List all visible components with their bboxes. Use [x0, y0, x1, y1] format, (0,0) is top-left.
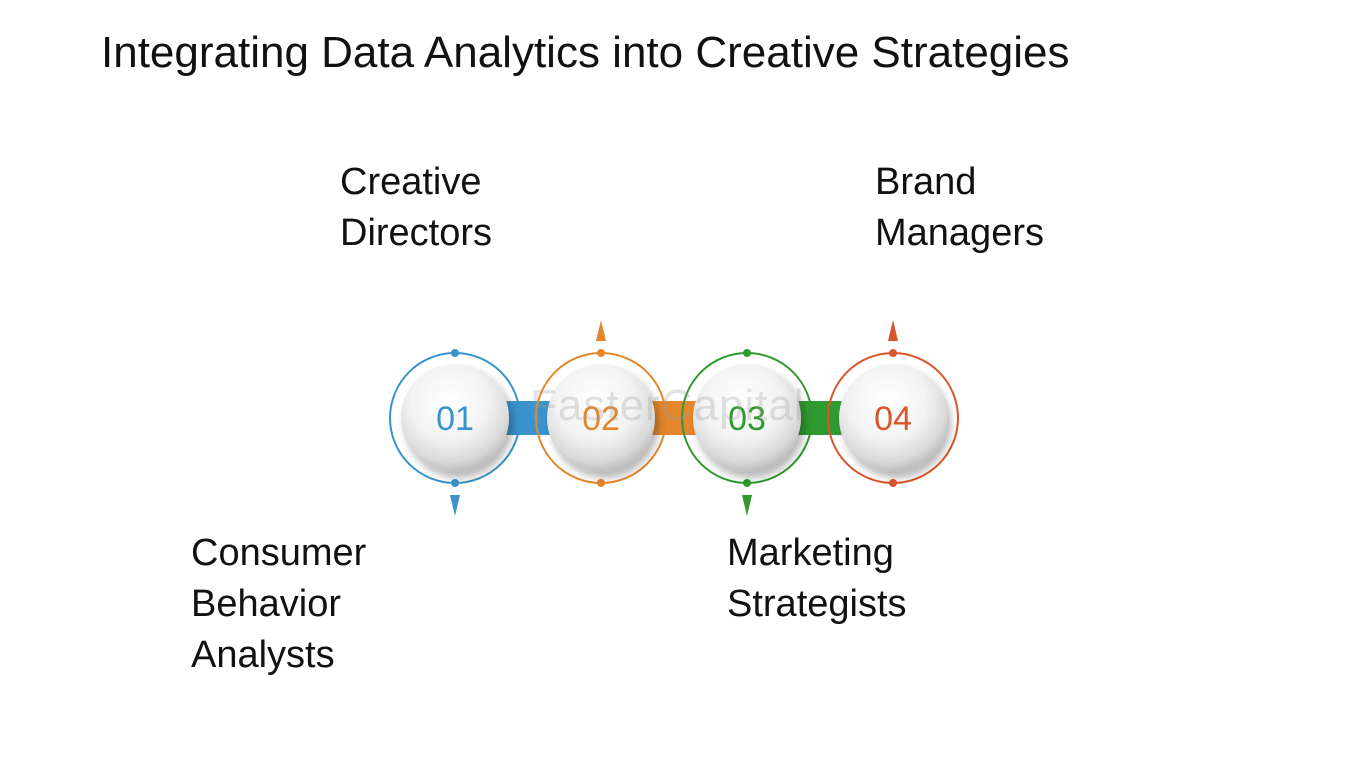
- step-03-bottom-dot: [743, 479, 751, 487]
- step-01-label-line-2: Behavior: [191, 583, 341, 625]
- step-03-top-dot: [743, 349, 751, 357]
- step-03-number: 03: [728, 400, 766, 438]
- step-01-number: 01: [436, 400, 474, 438]
- step-01-label: Consumer Behavior Analysts: [191, 528, 366, 681]
- step-03-label-line-1: Marketing: [727, 532, 894, 574]
- step-03-label-line-2: Strategists: [727, 583, 907, 625]
- step-01-label-line-1: Consumer: [191, 532, 367, 574]
- step-04-pointer-up-icon: [888, 320, 898, 341]
- step-01-label-line-3: Analysts: [191, 634, 335, 676]
- step-02-ball: [547, 364, 655, 472]
- step-01-ball: [401, 364, 509, 472]
- step-01-pointer-down-icon: [450, 495, 460, 516]
- step-02-top-dot: [597, 349, 605, 357]
- step-02-label-line-2: Directors: [340, 212, 493, 254]
- step-01-bottom-dot: [451, 479, 459, 487]
- process-diagram-graphic: 01 02 03 04: [389, 320, 959, 516]
- step-02-bottom-dot: [597, 479, 605, 487]
- watermark: FasterCapital: [530, 381, 805, 430]
- step-04-top-dot: [889, 349, 897, 357]
- step-04-number: 04: [874, 400, 912, 438]
- step-04-ball: [839, 364, 947, 472]
- step-04-label: Brand Managers: [875, 157, 1044, 259]
- step-04-label-line-2: Managers: [875, 212, 1044, 254]
- step-03-ball: [693, 364, 801, 472]
- step-04-label-line-1: Brand: [875, 161, 977, 203]
- step-02-pointer-up-icon: [596, 320, 606, 341]
- step-02-number: 02: [582, 400, 620, 438]
- process-diagram: 01 02 03 04: [380, 318, 980, 518]
- step-03-label: Marketing Strategists: [727, 528, 907, 630]
- step-04-bottom-dot: [889, 479, 897, 487]
- step-03-pointer-down-icon: [742, 495, 752, 516]
- step-02-label: Creative Directors: [340, 157, 492, 259]
- page-title: Integrating Data Analytics into Creative…: [101, 28, 1070, 77]
- step-01-top-dot: [451, 349, 459, 357]
- step-02-label-line-1: Creative: [340, 161, 482, 203]
